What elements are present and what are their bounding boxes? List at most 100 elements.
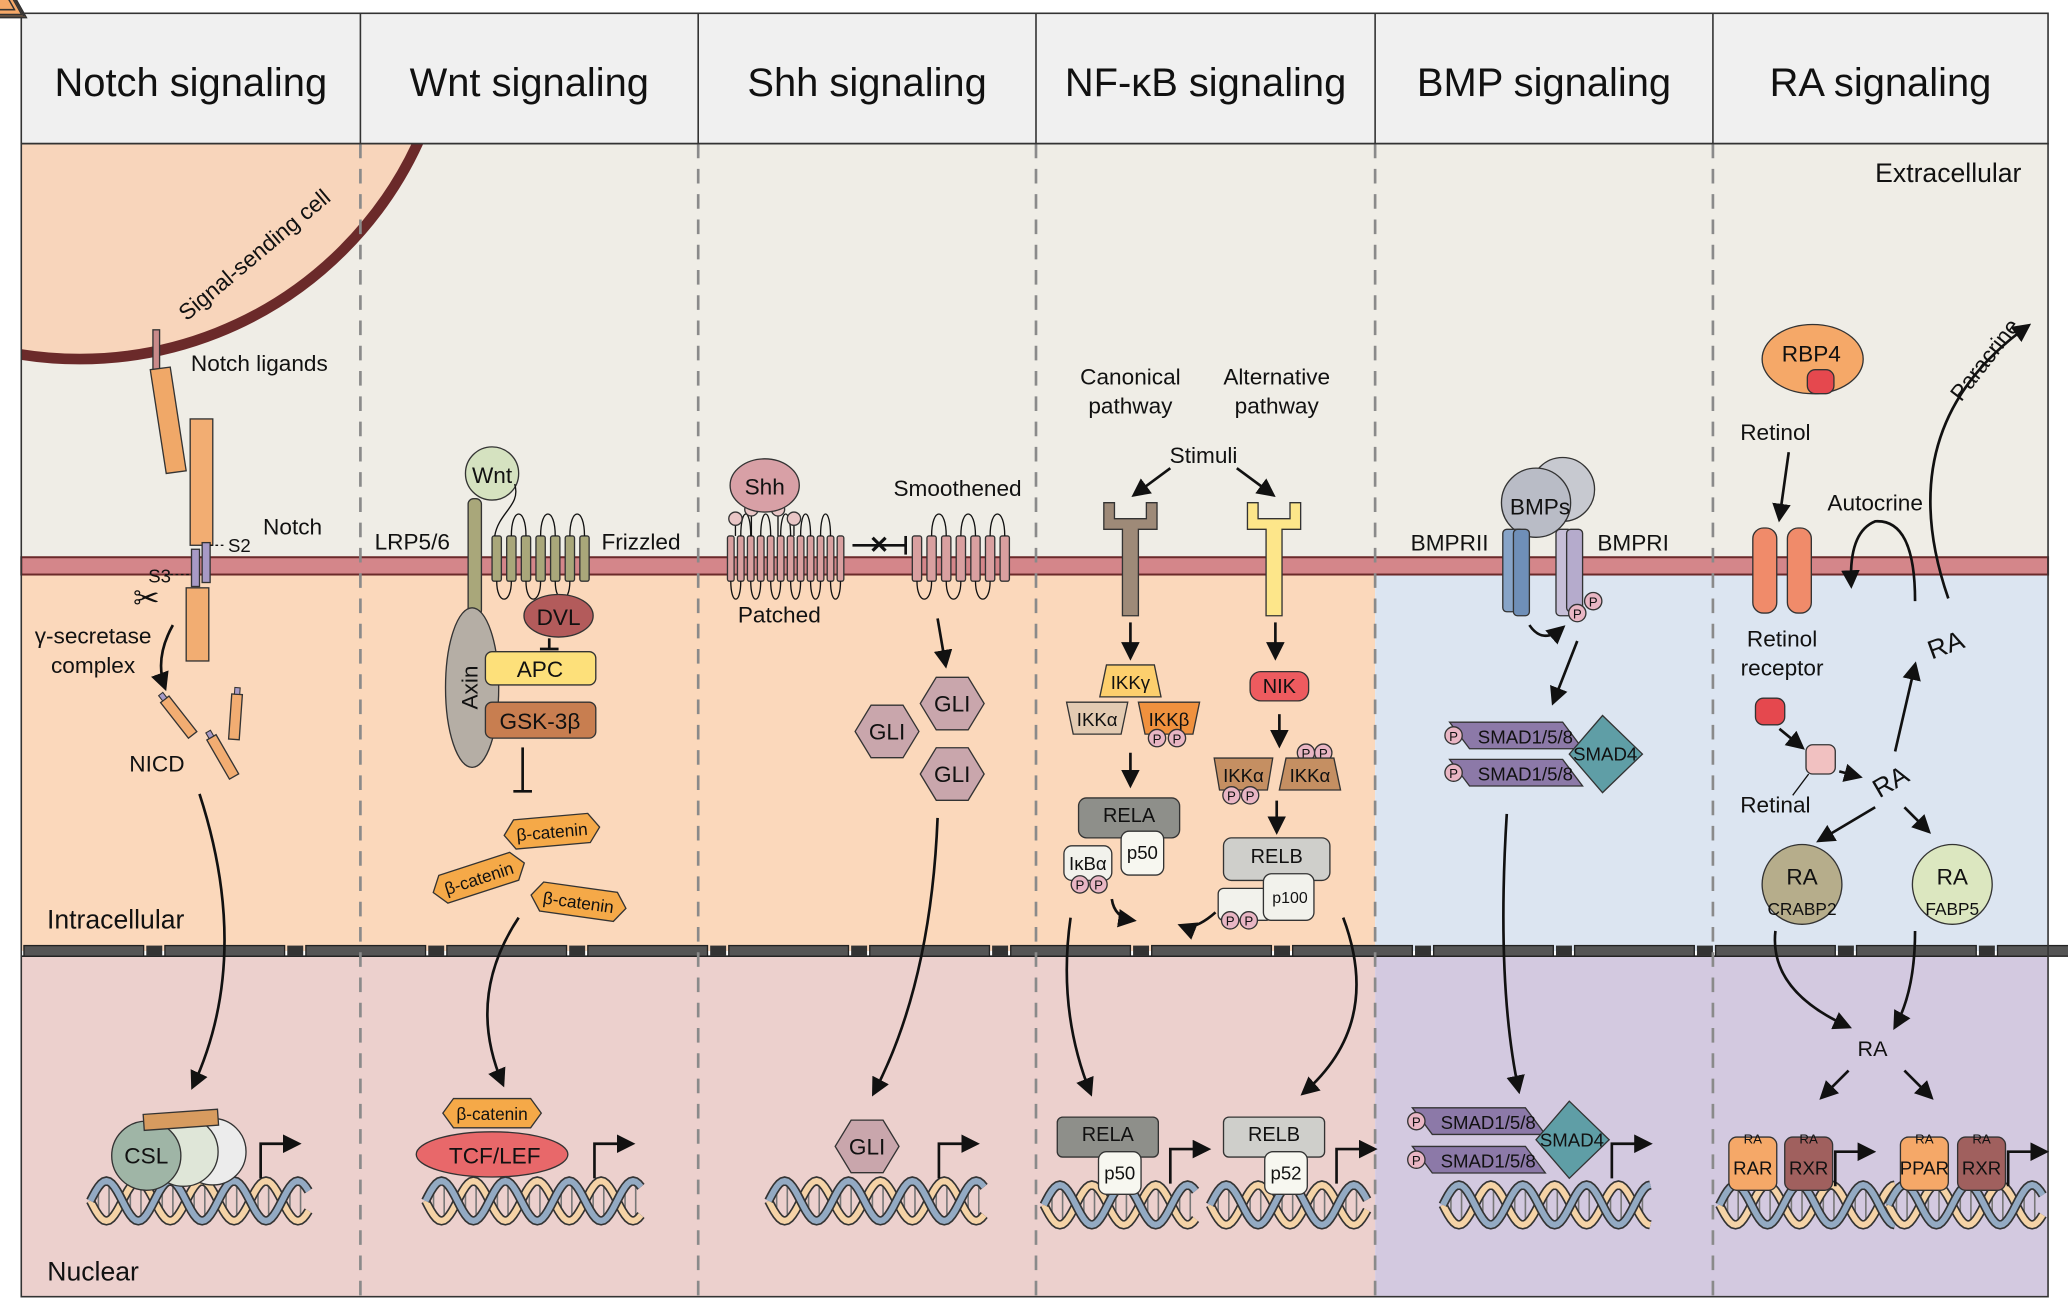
relb-label: RELB: [1248, 1124, 1300, 1146]
alternative-pathway-label: pathway: [1235, 394, 1320, 419]
lrp5-6-receptor: [467, 498, 483, 617]
lrp5-6-label: LRP5/6: [375, 529, 450, 554]
ikk-alpha-label: IKKα: [1223, 765, 1264, 786]
beta-catenin-label: β-catenin: [456, 1104, 527, 1124]
envelope-segment: [1978, 945, 1995, 957]
helix: [999, 535, 1011, 582]
loop: [799, 513, 812, 536]
degradation-arrow: [1177, 911, 1217, 940]
canonical-pathway-label: pathway: [1088, 394, 1173, 419]
envelope-segment: [1837, 945, 1854, 957]
ra-label: RA: [1915, 1132, 1934, 1147]
helix: [520, 535, 532, 582]
transcription-start-arrow: [2006, 1142, 2050, 1187]
shh-cholesterol: [728, 511, 743, 526]
dna-strand: [422, 1177, 644, 1224]
envelope-segment: [569, 945, 586, 957]
column-title-4: BMP signaling: [1417, 61, 1671, 105]
rbp4-label: RBP4: [1782, 342, 1841, 367]
phosphate-label: P: [1412, 1153, 1421, 1168]
transcription-start-arrow: [1168, 1139, 1212, 1184]
phosphate-circle: [1167, 728, 1187, 748]
phosphate-circle: [1567, 603, 1587, 623]
triangle-shape: [0, 0, 16, 11]
nuclear-label: Nuclear: [47, 1257, 139, 1287]
nuclear-pore-segment: [1010, 944, 1132, 957]
loop: [569, 513, 586, 536]
helix: [940, 535, 952, 582]
ra-arrow: [1893, 661, 1921, 752]
phosphate-label: P: [1319, 746, 1328, 761]
loop: [945, 581, 962, 600]
beta-catenin-nuclear: [442, 1097, 543, 1129]
phosphate-label: P: [1246, 789, 1255, 804]
helix: [955, 535, 967, 582]
helix: [491, 535, 503, 582]
beta-catenin-shape: [503, 812, 601, 850]
nuclear-pore-segment: [1432, 944, 1554, 957]
bmprii-receptor: [1512, 528, 1531, 617]
signal-sending-cell: [21, 143, 424, 365]
ra-label: RA: [1858, 1037, 1889, 1061]
shh-label: Shh: [745, 475, 785, 500]
ra-label: RA: [1786, 864, 1818, 889]
helix: [926, 535, 937, 582]
phosphate-label: P: [1173, 731, 1182, 746]
smad4: [1568, 714, 1644, 794]
loop: [730, 581, 742, 600]
ikk-alpha: [1213, 757, 1274, 791]
smad4-label: SMAD4: [1540, 1129, 1604, 1150]
stimuli-arrow: [1236, 467, 1276, 497]
smad-activation-arrow: [1550, 640, 1579, 706]
transmembrane-helices: [911, 535, 1011, 582]
dna-strand: [1440, 1181, 1652, 1228]
ikk-alpha-label: IKKα: [1290, 765, 1331, 786]
notch-ligand-stem: [152, 329, 161, 371]
helix: [826, 535, 835, 582]
ikb-alpha-label: IκBα: [1069, 853, 1107, 874]
notch-receptor-intracellular: [185, 587, 210, 662]
helix: [506, 535, 517, 582]
rar: [1728, 1136, 1778, 1191]
retinol-receptor-label: Retinol: [1747, 626, 1817, 651]
phosphate-circle: [1070, 875, 1090, 894]
envelope-segment: [1696, 945, 1713, 957]
notch-ligand: [149, 366, 187, 475]
stimuli-arrow: [1131, 467, 1172, 497]
nfkb-pathway: CanonicalpathwayAlternativepathwayStimul…: [0, 0, 2050, 1230]
transcription-start-arrow: [1335, 1139, 1378, 1184]
helix: [726, 535, 735, 582]
scissors-icon: ✂: [133, 579, 160, 617]
ikk-gamma: [1099, 664, 1162, 698]
header-bar: [20, 12, 2049, 145]
retinol-label: Retinol: [1740, 420, 1810, 445]
helix: [911, 535, 923, 582]
ra-nuclear-arrow: [1773, 930, 1852, 1030]
smad1-5-8-label: SMAD1/5/8: [1441, 1112, 1536, 1133]
phosphate-circle: [1407, 1111, 1426, 1131]
csl-label: CSL: [124, 1144, 168, 1169]
retinol-molecule: [1806, 369, 1835, 395]
retinol-receptor: [1786, 527, 1812, 614]
loop: [779, 513, 792, 536]
envelope-segment: [992, 945, 1009, 957]
helix: [796, 535, 805, 582]
phosphate-circle: [1222, 785, 1241, 805]
helix: [816, 535, 825, 582]
phosphate-label: P: [1449, 729, 1458, 744]
shh-ligand: [729, 458, 800, 513]
bmp-ligand: [1500, 467, 1572, 538]
ikk-alpha-label: IKKα: [1077, 709, 1118, 730]
degradation-arrow: [1110, 898, 1137, 928]
nuclear-translocation-arrow: [190, 793, 226, 1090]
gli-label: GLI: [934, 762, 970, 787]
rela-label: RELA: [1103, 805, 1156, 827]
relb-label: RELB: [1251, 846, 1303, 868]
phosphate-circle: [1147, 728, 1167, 748]
smad1-5-8-label: SMAD1/5/8: [1478, 764, 1573, 785]
envelope-segment: [1555, 945, 1572, 957]
p50: [1120, 830, 1165, 876]
loop: [770, 581, 782, 600]
column-title-0: Notch signaling: [55, 61, 328, 105]
